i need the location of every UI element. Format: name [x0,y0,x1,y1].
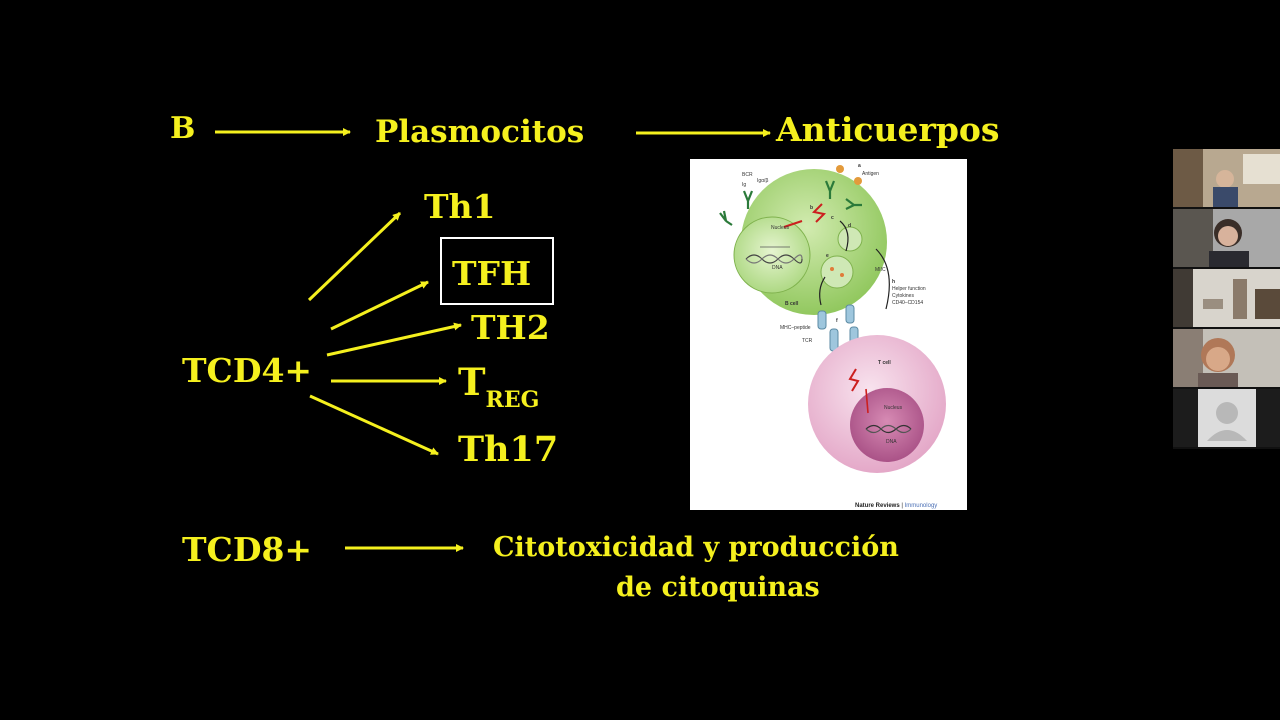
b-cell-label: B [170,111,196,146]
citotoxicidad-line2: de citoquinas [616,572,820,603]
fig-nucleus-t-label: Nucleus [884,405,903,411]
participant-video-strip [1173,149,1280,449]
participant-tile-4[interactable] [1173,329,1280,387]
arrow-tcd4-to-th1 [307,211,402,302]
fig-tcr-label: TCR [802,338,813,344]
fig-letter-h: h [892,279,895,285]
tfh-label: TFH [452,254,532,293]
fig-mhc-label: MHC–peptide [780,325,811,331]
treg-subscript: REG [485,387,540,413]
fig-bcr-label: BCR [742,172,753,178]
fig-dna-t-label: DNA [886,439,897,445]
fig-b-cell-label: B cell [785,301,799,307]
participant-tile-3[interactable] [1173,269,1280,327]
fig-iga-label: Igα/β [757,178,768,184]
fig-letter-f: f [836,318,838,324]
arrow-tcd4-to-tfh [330,280,429,331]
tcd8-label: TCD8+ [182,530,313,569]
fig-helper-label-2: Cytokines [892,293,914,299]
participant-video-icon [1173,329,1280,387]
fig-antigen-label: Antigen [862,171,879,177]
anticuerpos-label: Anticuerpos [776,110,1000,149]
fig-helper-label-3: CD40–CD154 [892,300,923,306]
fig-miic-label: MIIC [875,267,886,273]
default-avatar-icon [1173,389,1280,447]
fig-letter-b: b [810,205,813,211]
treg-label: TREG [458,364,539,412]
fig-letter-d: d [848,223,851,229]
participant-video-icon [1173,149,1280,207]
th1-label: Th1 [424,187,496,226]
participant-tile-1[interactable] [1173,149,1280,207]
fig-letter-a: a [858,163,861,169]
arrow-tcd4-to-th17 [309,394,439,456]
fig-nucleus-b-label: Nucleus [771,225,790,231]
fig-ig-label: Ig [742,182,746,188]
fig-t-cell-label: T cell [878,360,891,366]
treg-main: T [458,360,486,404]
th17-label: Th17 [458,429,559,470]
participant-tile-5[interactable] [1173,389,1280,447]
participant-video-icon [1173,269,1280,327]
participant-tile-2[interactable] [1173,209,1280,267]
participant-video-icon [1173,209,1280,267]
th2-label: TH2 [471,308,550,347]
tcd4-label: TCD4+ [182,351,313,390]
arrow-tcd4-to-th2 [326,322,462,357]
fig-helper-label-1: Helper function [892,286,926,292]
fig-credit: Nature Reviews | Immunology [855,503,937,509]
fig-dna-b-label: DNA [772,265,783,271]
tfh-highlight-box [440,237,554,305]
citotoxicidad-line1: Citotoxicidad y producción [493,532,899,563]
b-t-cell-interaction-figure: BCR Igα/β Ig Antigen Nucleus DNA B cell … [690,159,967,510]
fig-letter-c: c [831,215,834,221]
plasmocitos-label: Plasmocitos [375,114,585,150]
fig-letter-e: e [826,253,829,259]
